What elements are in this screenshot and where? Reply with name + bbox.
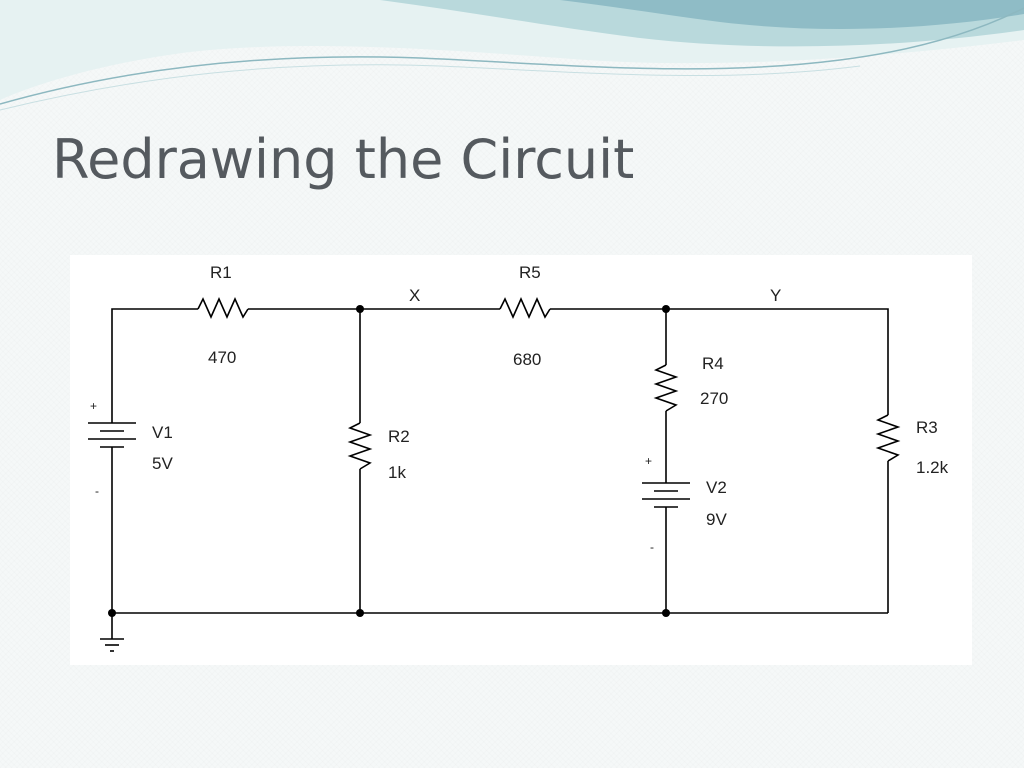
resistor-r1: [197, 297, 249, 319]
junction-y: [662, 305, 670, 313]
v2-value: 9V: [706, 510, 727, 529]
v1-name: V1: [152, 423, 173, 442]
battery-v1: [88, 422, 136, 448]
junction-bottom-r2: [356, 609, 364, 617]
r1-value: 470: [208, 348, 236, 367]
r5-name: R5: [519, 263, 541, 282]
circuit-diagram: R1 470 X R5 680 Y R4 270 R2 1k R3 1.2k V…: [88, 263, 949, 652]
r2-name: R2: [388, 427, 410, 446]
v1-minus-sign: -: [95, 484, 99, 498]
resistor-r4: [653, 364, 679, 412]
slide-title: Redrawing the Circuit: [52, 128, 635, 191]
r3-name: R3: [916, 418, 938, 437]
node-x-label: X: [409, 286, 420, 305]
ground-icon: [100, 613, 124, 652]
r4-name: R4: [702, 354, 724, 373]
battery-v2: [642, 482, 690, 508]
junction-bottom-v2: [662, 609, 670, 617]
r2-value: 1k: [388, 463, 406, 482]
resistor-r3: [875, 414, 901, 462]
resistor-r2: [347, 422, 373, 470]
r1-name: R1: [210, 263, 232, 282]
wire-top-left: [111, 308, 198, 423]
junction-x: [356, 305, 364, 313]
junction-bottom-v1: [108, 609, 116, 617]
header-swoosh-decoration: [0, 0, 1024, 111]
v2-name: V2: [706, 478, 727, 497]
v2-plus-sign: +: [645, 454, 652, 468]
circuit-diagram-panel: R1 470 X R5 680 Y R4 270 R2 1k R3 1.2k V…: [70, 255, 972, 665]
r4-value: 270: [700, 389, 728, 408]
node-y-label: Y: [770, 286, 781, 305]
v1-value: 5V: [152, 454, 173, 473]
v1-plus-sign: +: [90, 399, 97, 413]
v2-minus-sign: -: [650, 540, 654, 554]
junction-dots: [108, 305, 670, 617]
r3-value: 1.2k: [916, 458, 949, 477]
resistor-r5: [499, 297, 551, 319]
r5-value: 680: [513, 350, 541, 369]
